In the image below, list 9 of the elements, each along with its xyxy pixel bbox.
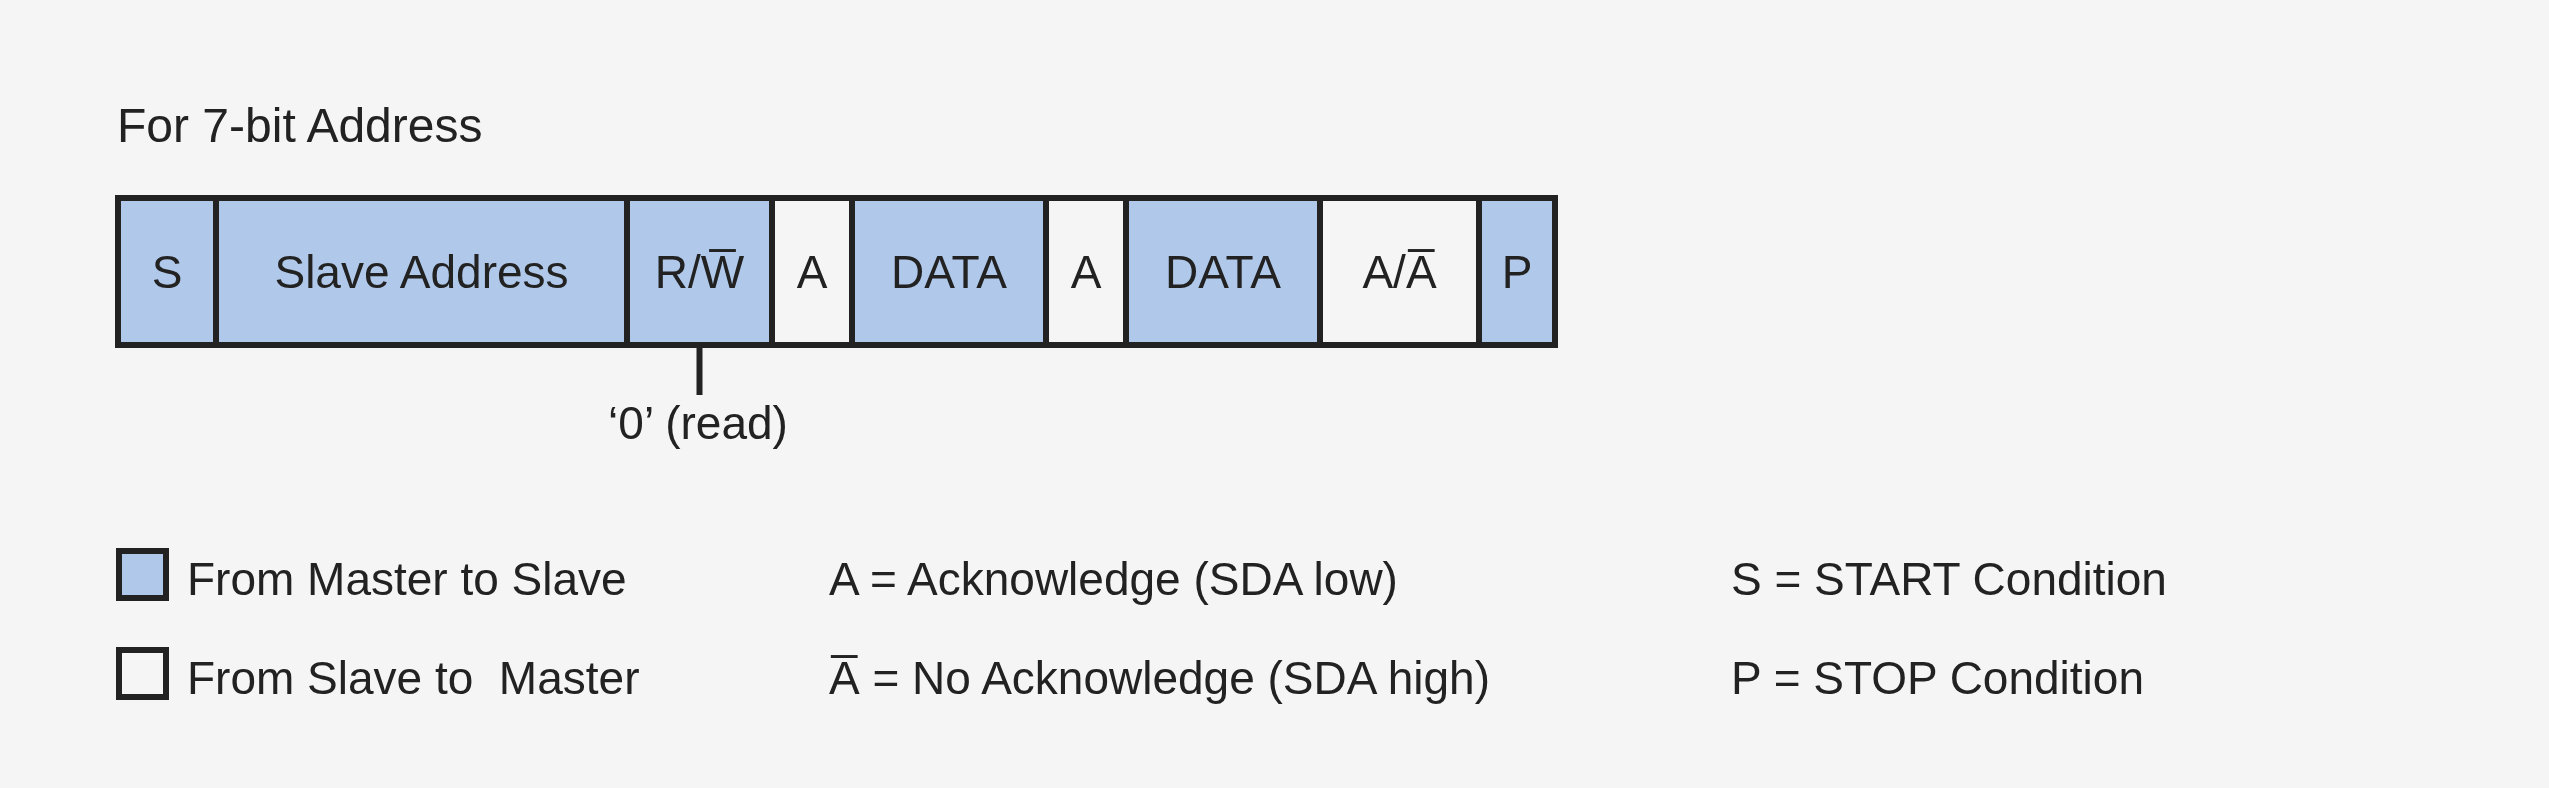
legend-label: From Slave to Master: [187, 651, 640, 706]
annotation-text: ‘0’ (read): [608, 395, 788, 451]
abbreviation-note: A = Acknowledge (SDA low): [829, 552, 1398, 607]
abbreviation-note: S = START Condition: [1731, 552, 2167, 607]
abbreviation-note: A̅ = No Acknowledge (SDA high): [829, 651, 1490, 706]
diagram-title: For 7-bit Address: [117, 98, 483, 154]
legend-label: From Master to Slave: [187, 552, 627, 607]
leader-line: [696, 348, 703, 395]
abbreviation-note: P = STOP Condition: [1731, 651, 2144, 706]
